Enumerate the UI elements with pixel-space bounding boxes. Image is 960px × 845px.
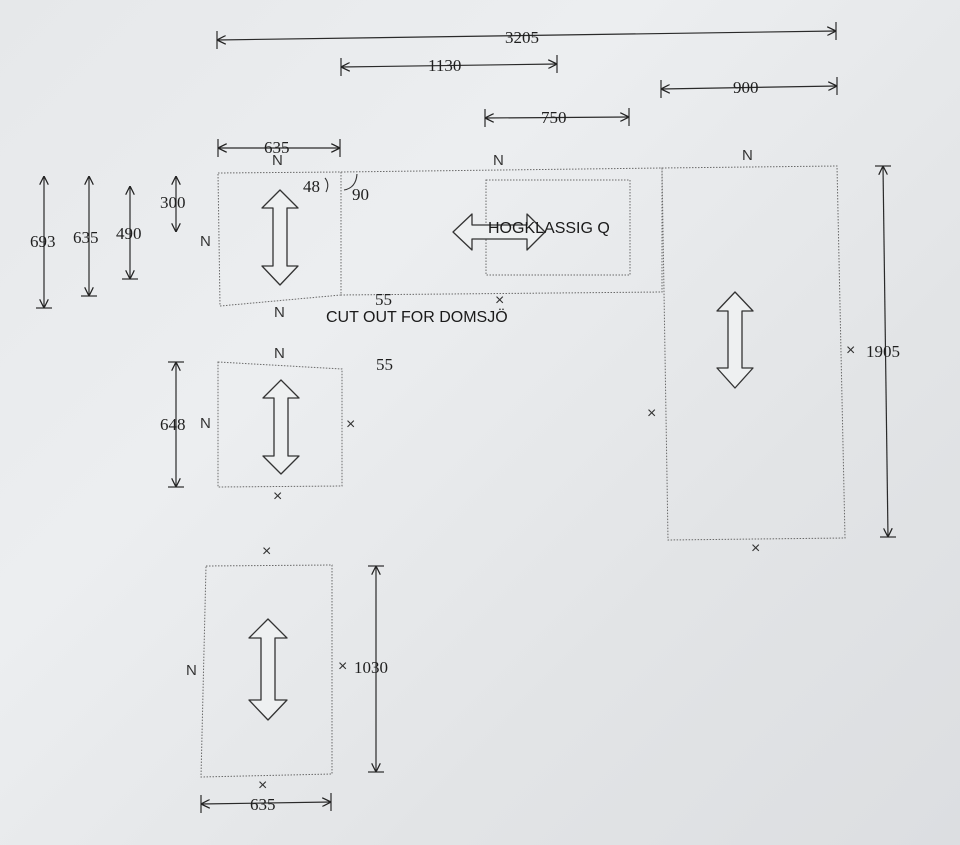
dim-1130: 1130	[428, 56, 462, 75]
dim-635-left: 635	[73, 228, 99, 247]
dim-693: 693	[30, 232, 56, 251]
dim-750-line	[485, 117, 629, 118]
dim-1905-line	[883, 166, 888, 537]
x-mark: ×	[273, 488, 283, 505]
dim-300: 300	[160, 193, 186, 212]
angle-48: 48	[303, 177, 320, 196]
dim-3205-line	[217, 31, 836, 40]
n-mark: N	[272, 152, 283, 169]
x-mark: ×	[262, 543, 272, 560]
n-mark: N	[186, 662, 197, 679]
x-mark: ×	[647, 405, 657, 422]
dim-55-b: 55	[376, 355, 393, 374]
grain-arrow-top-left	[261, 189, 299, 286]
x-mark: ×	[751, 540, 761, 557]
panel-bottom	[200, 564, 333, 778]
grain-arrow-bottom	[248, 618, 288, 721]
grain-arrow-horizontal	[452, 213, 546, 251]
dim-635-top: 635	[264, 138, 290, 157]
angle-90: 90	[352, 185, 369, 204]
dim-900-line	[661, 86, 837, 89]
cutout-label: CUT OUT FOR DOMSJÖ	[326, 309, 508, 326]
grain-arrow-middle-left	[262, 379, 300, 475]
n-mark: N	[274, 304, 285, 321]
n-mark: N	[200, 415, 211, 432]
n-mark: N	[274, 345, 285, 362]
dim-635-bottom: 635	[250, 795, 276, 814]
dim-900: 900	[733, 78, 759, 97]
dim-635-bottom-line	[201, 802, 331, 804]
dim-1905: 1905	[866, 342, 900, 361]
x-mark: ×	[258, 777, 268, 794]
x-mark: ×	[346, 416, 356, 433]
n-mark: N	[200, 233, 211, 250]
x-mark: ×	[495, 292, 505, 309]
n-mark: N	[742, 147, 753, 164]
dim-1030: 1030	[354, 658, 388, 677]
dim-648: 648	[160, 415, 186, 434]
dim-490: 490	[116, 224, 142, 243]
n-mark: N	[493, 152, 504, 169]
dim-3205: 3205	[505, 28, 539, 47]
sink-label: HOGKLASSIG Q	[488, 220, 610, 237]
dim-750: 750	[541, 108, 567, 127]
grain-arrow-right	[716, 291, 754, 389]
panel-right	[661, 165, 846, 541]
panel-middle-left	[217, 361, 343, 488]
x-mark: ×	[338, 658, 348, 675]
x-mark: ×	[846, 342, 856, 359]
dim-1130-line	[341, 64, 557, 67]
dim-55-a: 55	[375, 290, 392, 309]
